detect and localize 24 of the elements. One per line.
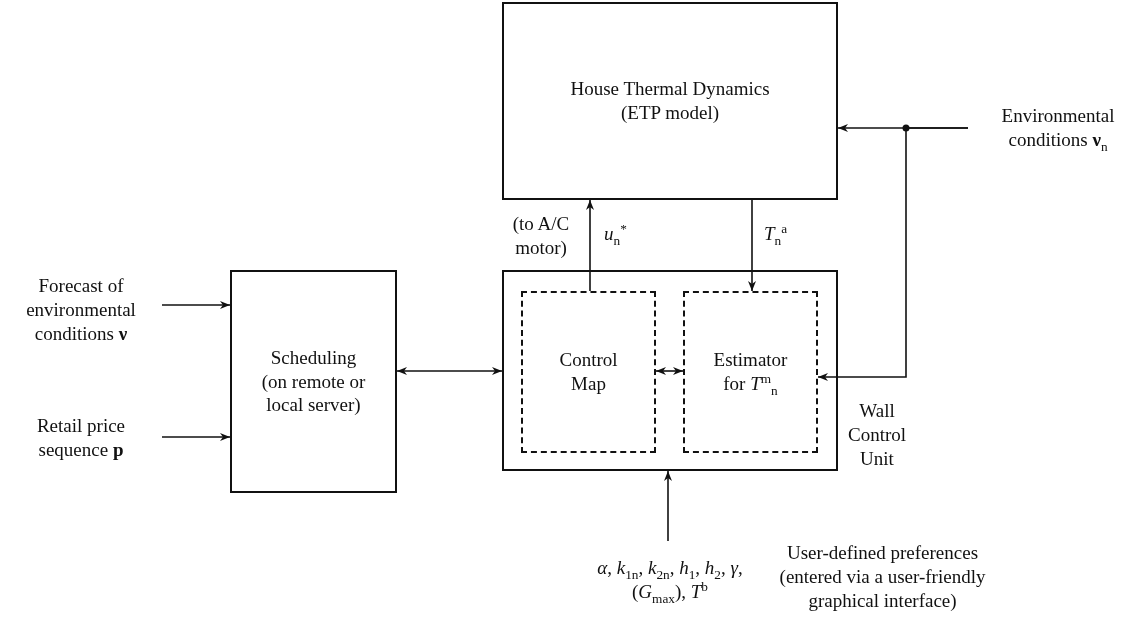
box-label: House Thermal Dynamics bbox=[570, 77, 770, 101]
module-box bbox=[521, 291, 656, 453]
arrow bbox=[396, 367, 503, 375]
arrow bbox=[748, 199, 756, 292]
annotation-text: (to A/C motor) bbox=[511, 212, 571, 260]
process-box bbox=[230, 270, 397, 493]
module-box bbox=[683, 291, 818, 453]
arrow bbox=[586, 199, 594, 292]
system-box bbox=[502, 2, 838, 200]
arrow bbox=[664, 470, 672, 542]
box-label: Scheduling (on remote or local server) bbox=[260, 345, 367, 418]
box-label: (ETP model) bbox=[621, 101, 719, 125]
control-unit-box bbox=[502, 270, 838, 471]
annotation-text: User-defined preferences (entered via a user-friendly graphical interface) bbox=[778, 541, 987, 613]
input-text: Retail price sequence p bbox=[35, 414, 127, 462]
parameter-list: α, k$_{1n}$, k$_{2n}$, h$_{1}$, h$_{2}$, γ, (G$_{max}$), T$^{b}$ bbox=[580, 556, 760, 604]
input-text: Forecast of environmental conditions ν bbox=[25, 274, 137, 346]
unit-caption: Wall Control Unit bbox=[846, 399, 908, 471]
arrow bbox=[161, 301, 231, 309]
arrow bbox=[817, 127, 969, 381]
input-text: Environmental conditions ν$_{n}$ bbox=[1000, 104, 1116, 152]
box-label: Control Map bbox=[558, 348, 619, 396]
arrow bbox=[655, 367, 684, 375]
arrow bbox=[161, 433, 231, 441]
